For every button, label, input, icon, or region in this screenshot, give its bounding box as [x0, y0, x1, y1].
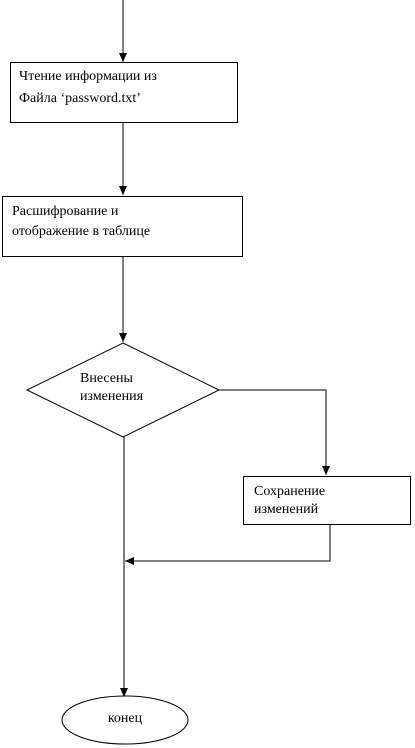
- decrypt-process-box: [2, 196, 243, 257]
- decision-diamond: [25, 342, 221, 438]
- read-file-process-box: [10, 62, 238, 123]
- arrow-save-return: [125, 525, 331, 565]
- read-file-label-line1: Чтение информации из: [19, 69, 157, 84]
- end-terminator: [61, 695, 189, 745]
- end-label: конец: [107, 711, 143, 726]
- arrow-decision-to-save: [219, 389, 330, 475]
- save-process-box: [243, 476, 411, 525]
- save-label-line1: Сохранение: [254, 484, 326, 499]
- read-file-label-line2: Файла ‘password.txt’: [19, 91, 141, 106]
- save-label-line2: изменений: [254, 502, 319, 517]
- decision-label-line2: изменения: [80, 389, 144, 404]
- decrypt-label-line2: отображение в таблице: [12, 224, 151, 239]
- decrypt-label-line1: Расшифрование и: [12, 204, 119, 219]
- decision-label-line1: Внесены: [80, 371, 133, 386]
